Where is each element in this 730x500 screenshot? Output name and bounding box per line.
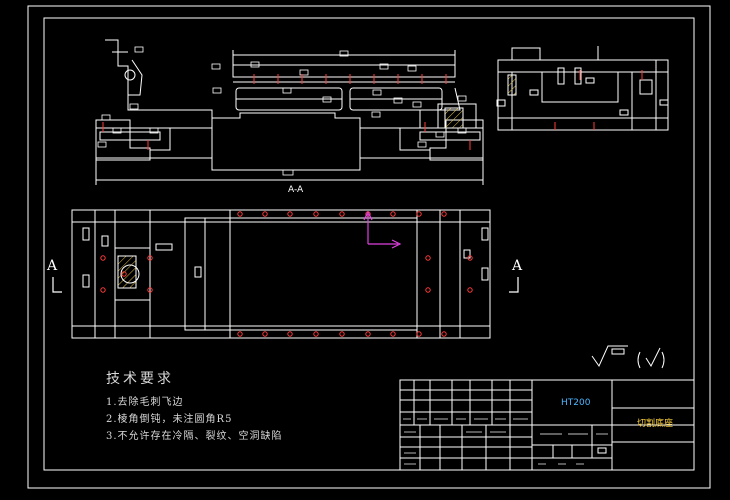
roughness-symbol xyxy=(591,345,665,369)
section-marker-right-label: A xyxy=(511,258,523,274)
material-label: HT200 xyxy=(561,398,591,408)
inner-border xyxy=(43,17,695,471)
plan-view xyxy=(71,209,491,339)
title-block xyxy=(399,379,695,471)
section-marker-left xyxy=(52,277,62,293)
section-marker-right xyxy=(509,277,519,293)
technical-requirement-1: 1.去除毛刺飞边 xyxy=(106,397,184,408)
technical-requirements: 技术要求 1.去除毛刺飞边 2.棱角倒钝，未注圆角R5 3.不允许存在冷隔、裂纹… xyxy=(106,368,283,445)
technical-requirements-title: 技术要求 xyxy=(106,371,174,387)
section-bolt-marks xyxy=(102,74,471,150)
side-view xyxy=(496,46,669,131)
section-marker-left-label: A xyxy=(46,258,58,274)
technical-requirement-2: 2.棱角倒钝，未注圆角R5 xyxy=(106,414,233,425)
plan-view-bolt-holes xyxy=(100,211,473,337)
section-view-a-a xyxy=(95,39,484,185)
part-name-label: 切割底座 xyxy=(637,417,673,429)
side-view-bolt-marks xyxy=(554,70,643,130)
title-block-small-labels xyxy=(403,418,608,465)
ucs-axis-icon xyxy=(363,210,402,249)
technical-requirement-3: 3.不允许存在冷隔、裂纹、空洞缺陷 xyxy=(106,431,283,442)
section-label: A-A xyxy=(288,185,304,195)
outer-border xyxy=(27,5,711,489)
